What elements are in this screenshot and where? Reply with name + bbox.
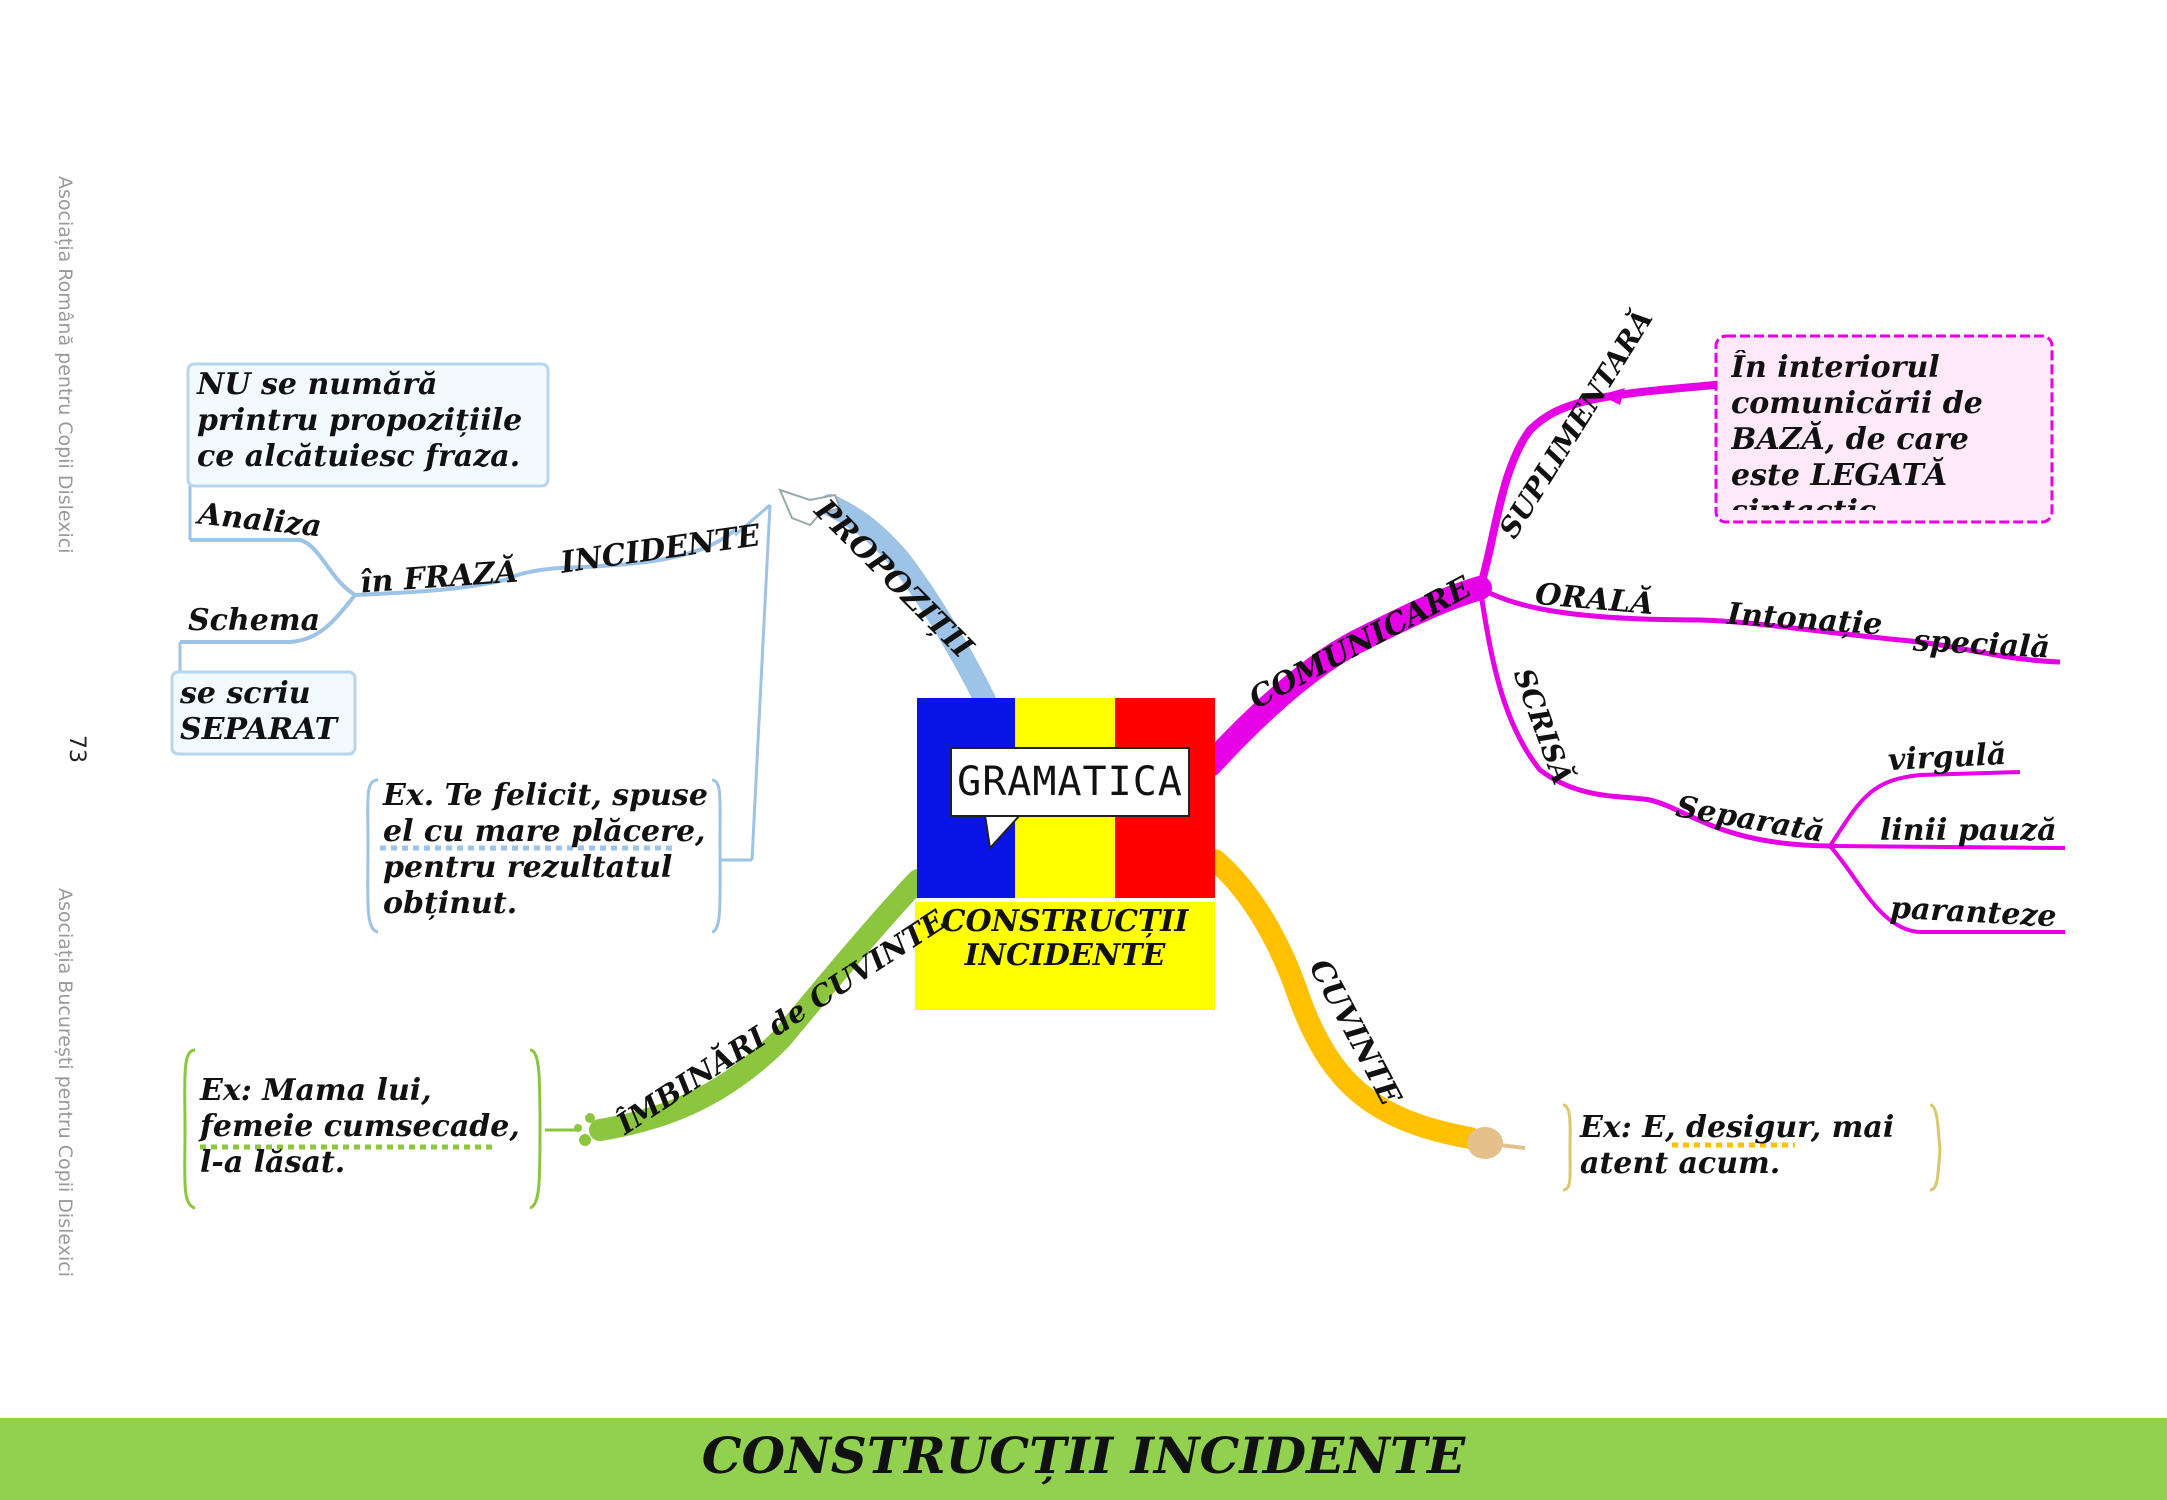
branch-propozitii bbox=[819, 494, 996, 711]
pointing-hand-icon bbox=[778, 488, 842, 527]
note-separat-line2: SEPARAT bbox=[180, 712, 338, 747]
label-paranteze: paranteze bbox=[1889, 890, 2058, 935]
note-separat-line1: se scriu bbox=[180, 676, 311, 711]
note-suplimentara-line5: sintactic bbox=[1731, 494, 1983, 510]
example-cuvinte-line1: Ex: E, desigur, mai bbox=[1580, 1110, 1895, 1145]
label-linii-pauza: linii pauză bbox=[1880, 813, 2057, 848]
splash-icon bbox=[574, 1113, 606, 1146]
note-nu-line2: printru propozițiile bbox=[197, 403, 523, 438]
example-imbinari-line3: l-a lăsat. bbox=[200, 1145, 346, 1180]
label-virgula: virgulă bbox=[1887, 736, 2008, 779]
note-suplimentara-line4: este LEGATĂ bbox=[1731, 458, 1948, 493]
pen-nib-icon bbox=[1467, 1127, 1503, 1159]
label-schema: Schema bbox=[188, 603, 321, 638]
note-separat: se scriu SEPARAT bbox=[180, 676, 337, 748]
example-propozitii-line4: obținut. bbox=[383, 886, 518, 921]
example-imbinari: Ex: Mama lui, femeie cumsecade, l-a lăsa… bbox=[200, 1073, 520, 1181]
branch-cuvinte bbox=[1204, 849, 1481, 1149]
footer-title: CONSTRUCȚII INCIDENTE bbox=[701, 1426, 1466, 1485]
example-propozitii: Ex. Te felicit, spuse el cu mare plăcere… bbox=[383, 778, 708, 922]
branch-comunicare bbox=[1198, 576, 1492, 777]
example-propozitii-line1: Ex. Te felicit, spuse bbox=[383, 778, 708, 813]
note-nu: NU se numără printru propozițiile ce alc… bbox=[197, 367, 522, 475]
example-propozitii-line3: pentru rezultatul bbox=[383, 850, 673, 885]
center-caption-line2: INCIDENTE bbox=[964, 938, 1166, 973]
center-caption: CONSTRUCȚII INCIDENTE bbox=[915, 905, 1215, 973]
note-suplimentara-line2: comunicării de bbox=[1731, 386, 1983, 421]
example-propozitii-line2: el cu mare plăcere, bbox=[383, 814, 706, 849]
note-suplimentara: În interiorul comunicării de BAZĂ, de ca… bbox=[1731, 350, 1983, 510]
note-suplimentara-box bbox=[1714, 334, 2054, 524]
example-imbinari-line1: Ex: Mama lui, bbox=[200, 1073, 432, 1108]
center-caption-line1: CONSTRUCȚII bbox=[941, 904, 1189, 939]
note-suplimentara-line3: BAZĂ, de care bbox=[1731, 422, 1969, 457]
example-cuvinte-line2: atent acum. bbox=[1580, 1146, 1781, 1181]
footer-bar: CONSTRUCȚII INCIDENTE bbox=[0, 1418, 2167, 1500]
note-suplimentara-line1: În interiorul bbox=[1731, 350, 1940, 385]
note-separat-box bbox=[170, 670, 357, 756]
gramatica-badge: GRAMATICA bbox=[950, 747, 1190, 817]
note-nu-box bbox=[186, 362, 550, 488]
caption-background bbox=[915, 902, 1215, 1010]
branch-imbinari bbox=[589, 869, 929, 1141]
example-cuvinte: Ex: E, desigur, mai atent acum. bbox=[1580, 1110, 1894, 1182]
example-imbinari-line2: femeie cumsecade, bbox=[200, 1109, 520, 1144]
note-nu-line1: NU se numără bbox=[197, 367, 438, 402]
note-nu-line3: ce alcătuiesc fraza. bbox=[197, 439, 521, 474]
label-speciala: specială bbox=[1912, 623, 2051, 666]
